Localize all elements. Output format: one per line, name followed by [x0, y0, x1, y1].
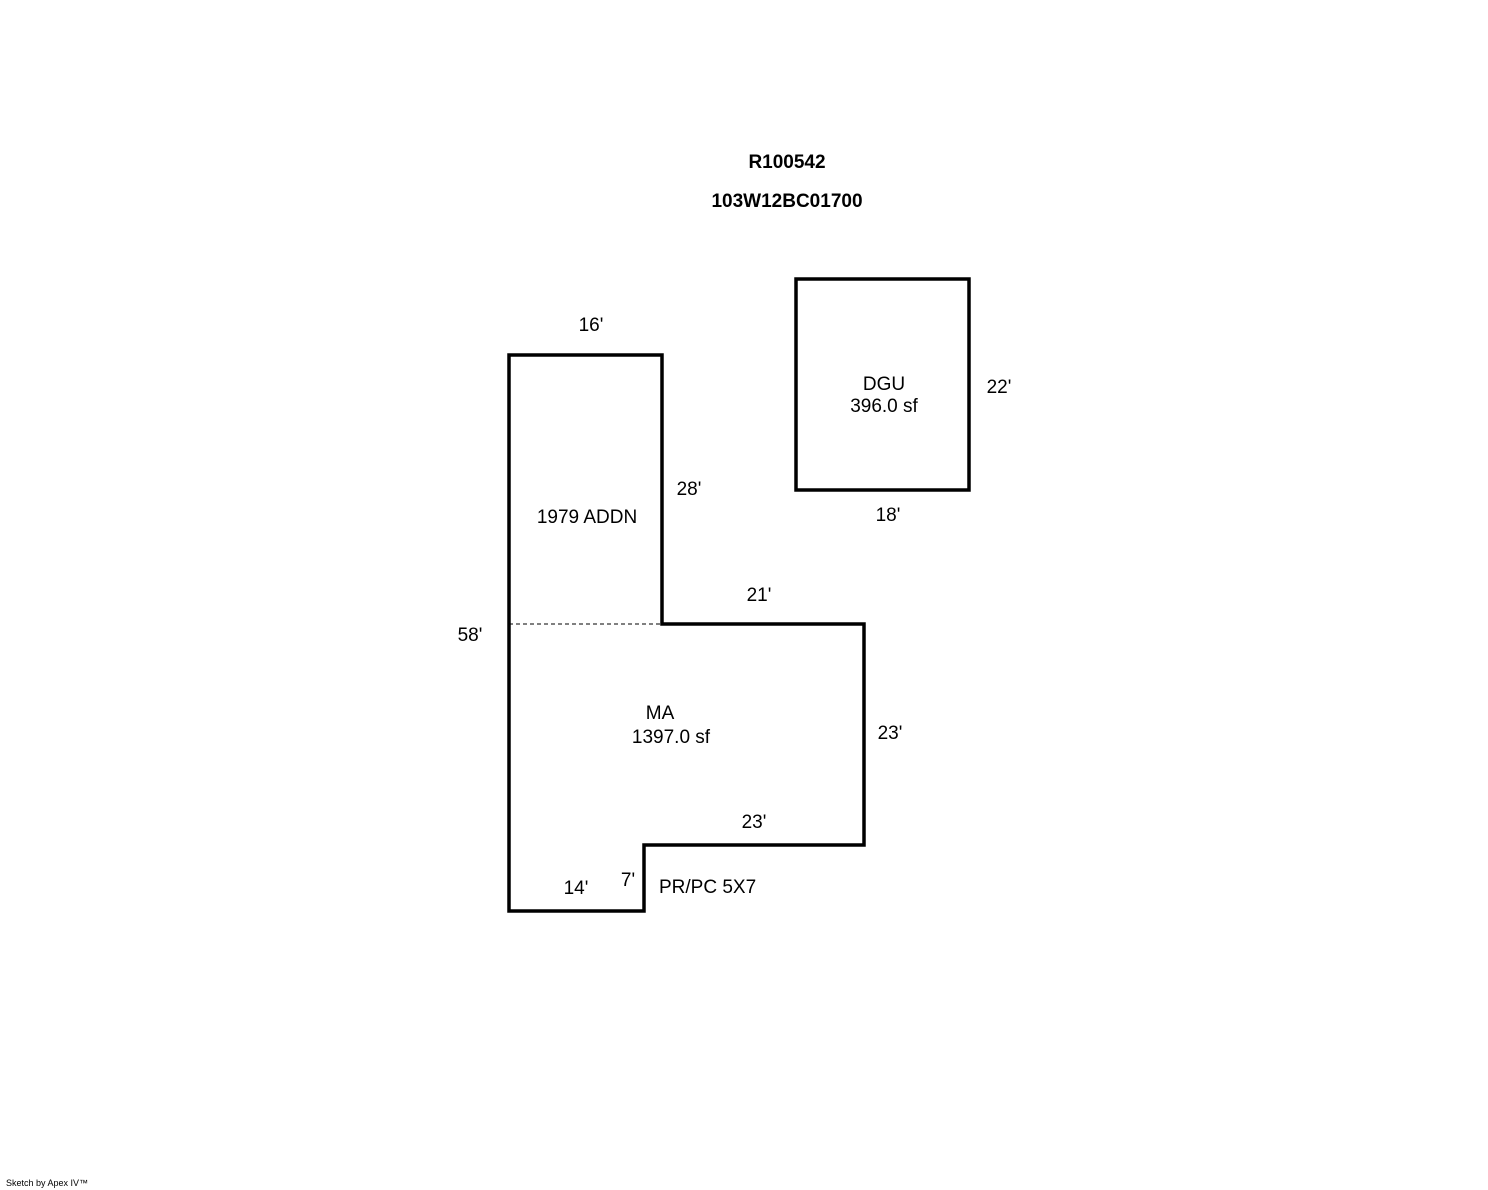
- main-area-code: MA: [646, 703, 675, 724]
- dimension-main-bottom-right: 23': [742, 812, 767, 833]
- dimension-garage-bottom: 18': [876, 505, 901, 526]
- addition-label: 1979 ADDN: [537, 507, 637, 528]
- dimension-main-right: 23': [878, 723, 903, 744]
- main-area-size: 1397.0 sf: [632, 727, 711, 748]
- dimension-main-upper-top: 21': [747, 585, 772, 606]
- map-tax-lot: 103W12BC01700: [711, 191, 862, 212]
- dimension-overall-left: 58': [458, 625, 483, 646]
- dimension-porch-notch: 7': [621, 870, 635, 891]
- garage-area-size: 396.0 sf: [850, 396, 918, 417]
- house-outline: [507, 353, 866, 913]
- sketch-credit: Sketch by Apex IV™: [6, 1178, 88, 1188]
- dimension-addn-right: 28': [677, 479, 702, 500]
- account-number: R100542: [748, 152, 825, 173]
- garage-outline: [794, 277, 971, 492]
- porch-label: PR/PC 5X7: [659, 877, 756, 898]
- dimension-addn-top: 16': [579, 315, 604, 336]
- dimension-garage-right: 22': [987, 377, 1012, 398]
- garage-code: DGU: [863, 374, 905, 395]
- dimension-main-bottom-left: 14': [564, 878, 589, 899]
